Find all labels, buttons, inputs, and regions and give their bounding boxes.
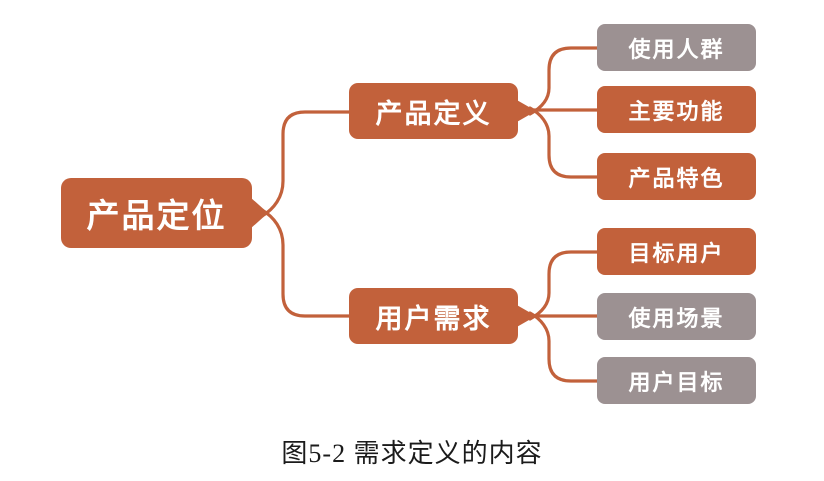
branch-1-pointer — [515, 99, 536, 123]
edge-root-to-branch-1 — [260, 110, 352, 218]
leaf-node-target-users: 目标用户 — [597, 228, 756, 275]
leaf-node-main-functions: 主要功能 — [597, 86, 756, 133]
figure-caption: 图5-2 需求定义的内容 — [281, 439, 543, 468]
branch-2-pointer — [515, 304, 536, 328]
edge-root-to-branch-2 — [260, 208, 352, 318]
leaf-node-usage-scenarios: 使用场景 — [597, 293, 756, 340]
branch-node-product-definition: 产品定义 — [349, 83, 518, 139]
edge-branch-1-to-leaf-1 — [528, 46, 600, 116]
edge-branch-1-to-leaf-3 — [528, 106, 600, 179]
root-node-pointer — [250, 197, 268, 229]
leaf-node-user-goals: 用户目标 — [597, 357, 756, 404]
edge-branch-2-to-leaf-4 — [528, 250, 600, 321]
leaf-node-product-features: 产品特色 — [597, 153, 756, 200]
leaf-node-user-groups: 使用人群 — [597, 24, 756, 71]
branch-node-user-needs: 用户需求 — [349, 288, 518, 344]
edge-branch-2-to-leaf-6 — [528, 311, 600, 383]
root-node-product-positioning: 产品定位 — [61, 178, 252, 248]
